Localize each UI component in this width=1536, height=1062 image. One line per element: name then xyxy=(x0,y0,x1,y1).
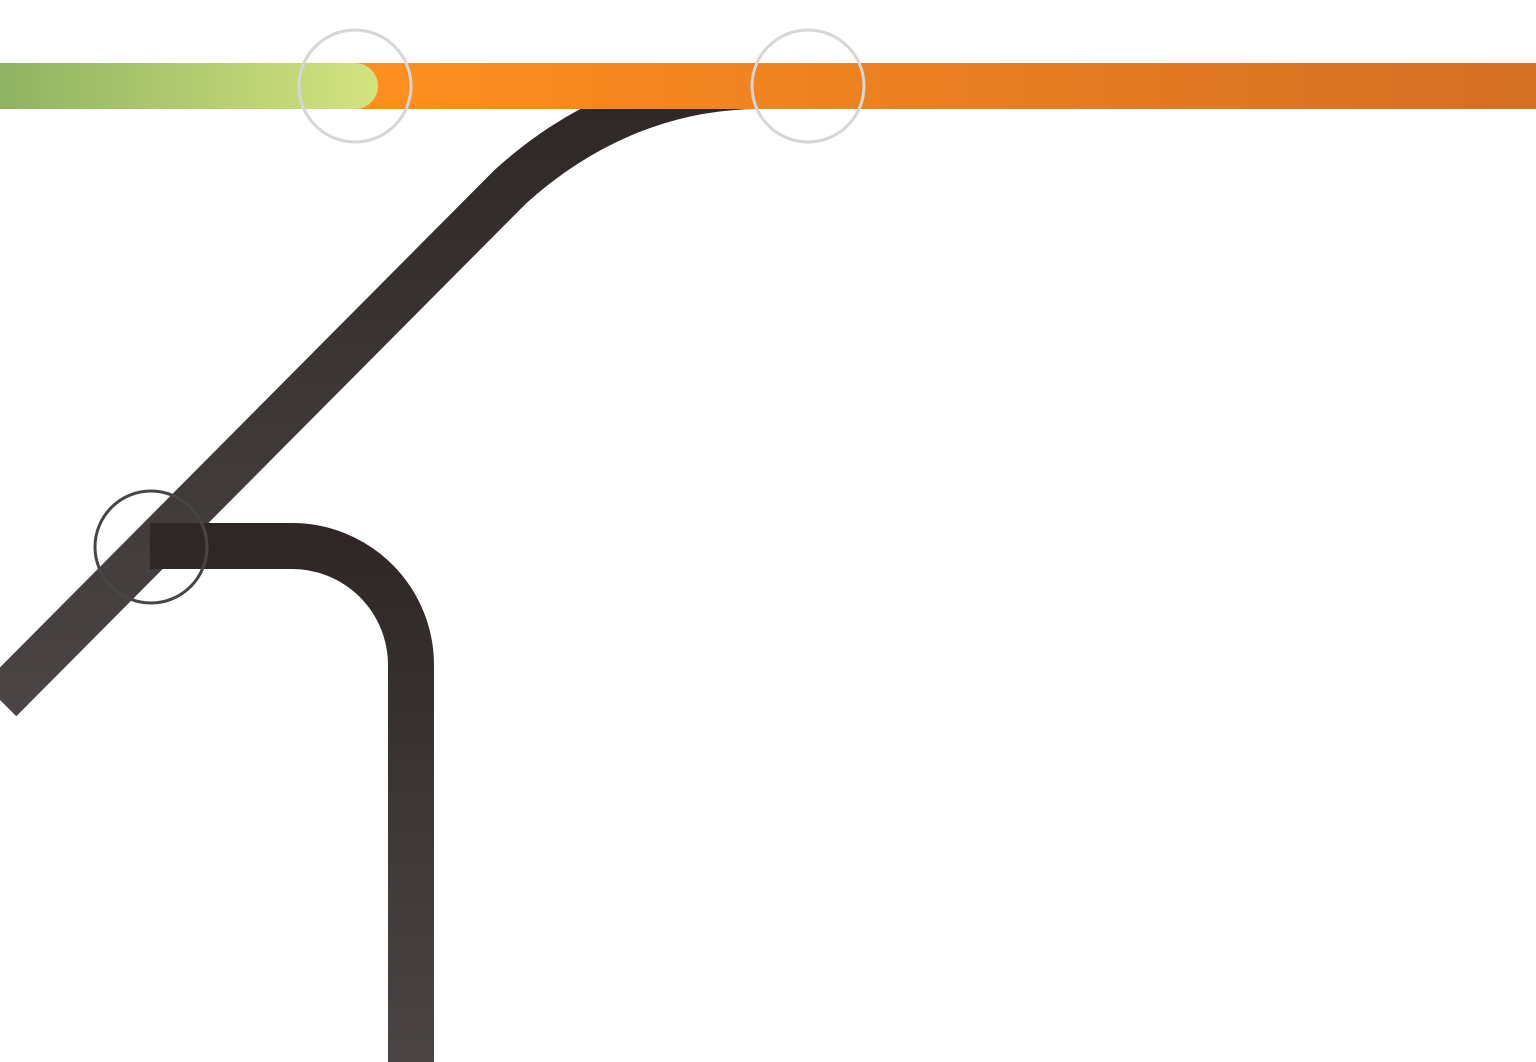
station-ring-orange-1[interactable] xyxy=(297,28,413,144)
station-ring-orange-2[interactable] xyxy=(750,28,866,144)
orange-line-bar xyxy=(350,63,1536,109)
orange-line-progress-segment xyxy=(0,63,378,109)
dark-line-branch xyxy=(150,523,434,1062)
station-ring-interchange[interactable] xyxy=(93,489,209,605)
